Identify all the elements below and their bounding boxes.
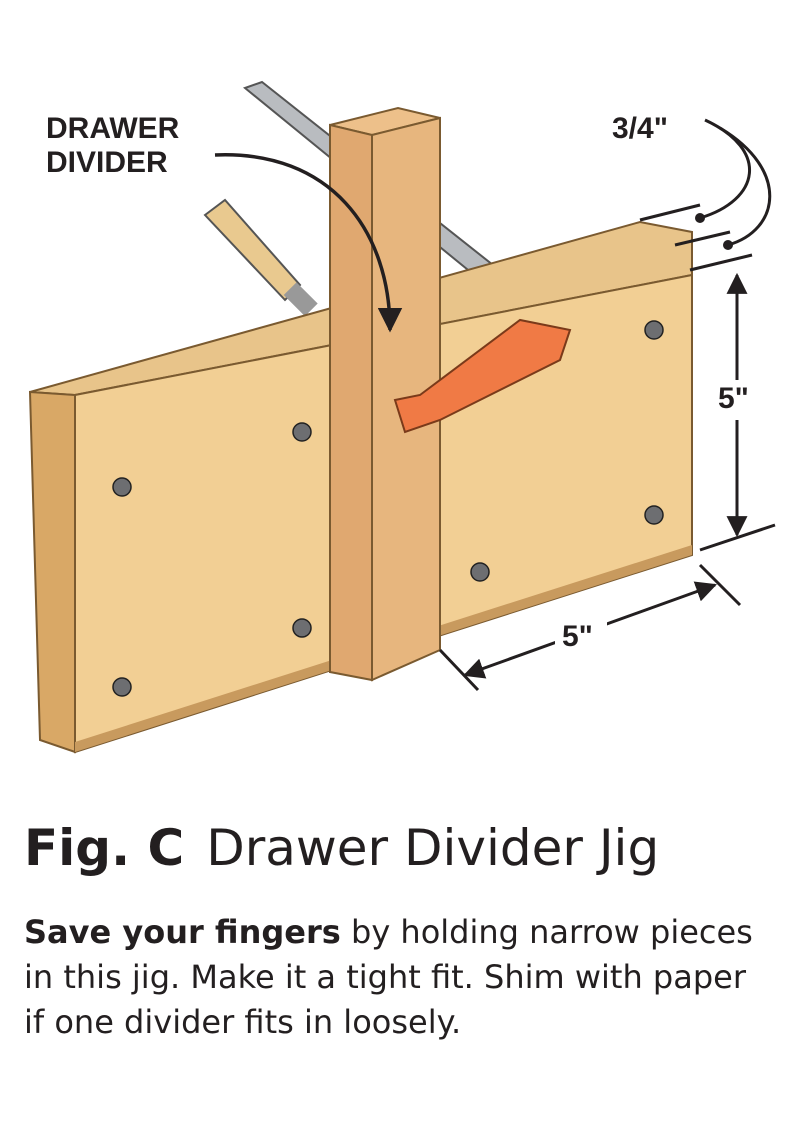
drawer-divider-label: DRAWER DIVIDER — [46, 112, 179, 180]
width-label: 5" — [562, 620, 593, 653]
clamp-handle — [203, 198, 318, 317]
figure-caption: Fig. C Drawer Divider Jig — [24, 818, 659, 878]
figure-number: Fig. C — [24, 819, 185, 877]
figure-description: Save your fingers by holding narrow piec… — [24, 910, 764, 1045]
divider-pointer-arrow — [214, 153, 403, 333]
clamp-jaw — [393, 318, 572, 434]
figure-title: Drawer Divider Jig — [206, 819, 660, 877]
height-label: 5" — [718, 382, 749, 415]
thickness-label: 3/4" — [612, 112, 668, 145]
board-end — [28, 390, 76, 754]
label-line-1: DRAWER — [46, 112, 180, 145]
screw-icons — [112, 320, 664, 697]
description-text: by holding narrow pieces in this jig. Ma… — [24, 913, 753, 1041]
label-line-2: DIVIDER — [46, 146, 168, 179]
drawer-divider-jig-illustration — [28, 80, 776, 754]
description-lead: Save your fingers — [24, 913, 341, 951]
